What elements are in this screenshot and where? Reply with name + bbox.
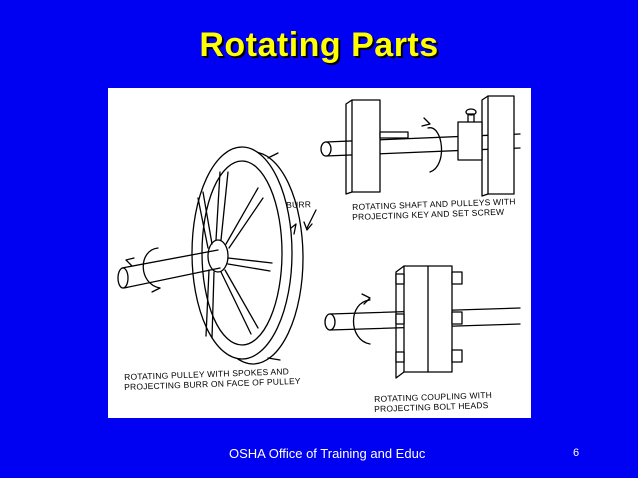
footer-text: OSHA Office of Training and Educ (229, 446, 426, 461)
burr-label: BURR (286, 199, 312, 210)
slide-number: 6 (573, 447, 580, 459)
line-drawing (117, 95, 521, 379)
machine-hazards-illustration: BURR ROTATING SHAFT AND PULLEYS WITH PRO… (108, 88, 531, 418)
shaft-pulleys-drawing (320, 95, 521, 197)
slide-title: Rotating Parts (199, 26, 439, 64)
coupling-drawing (324, 265, 521, 379)
spoked-pulley-drawing (117, 146, 317, 365)
